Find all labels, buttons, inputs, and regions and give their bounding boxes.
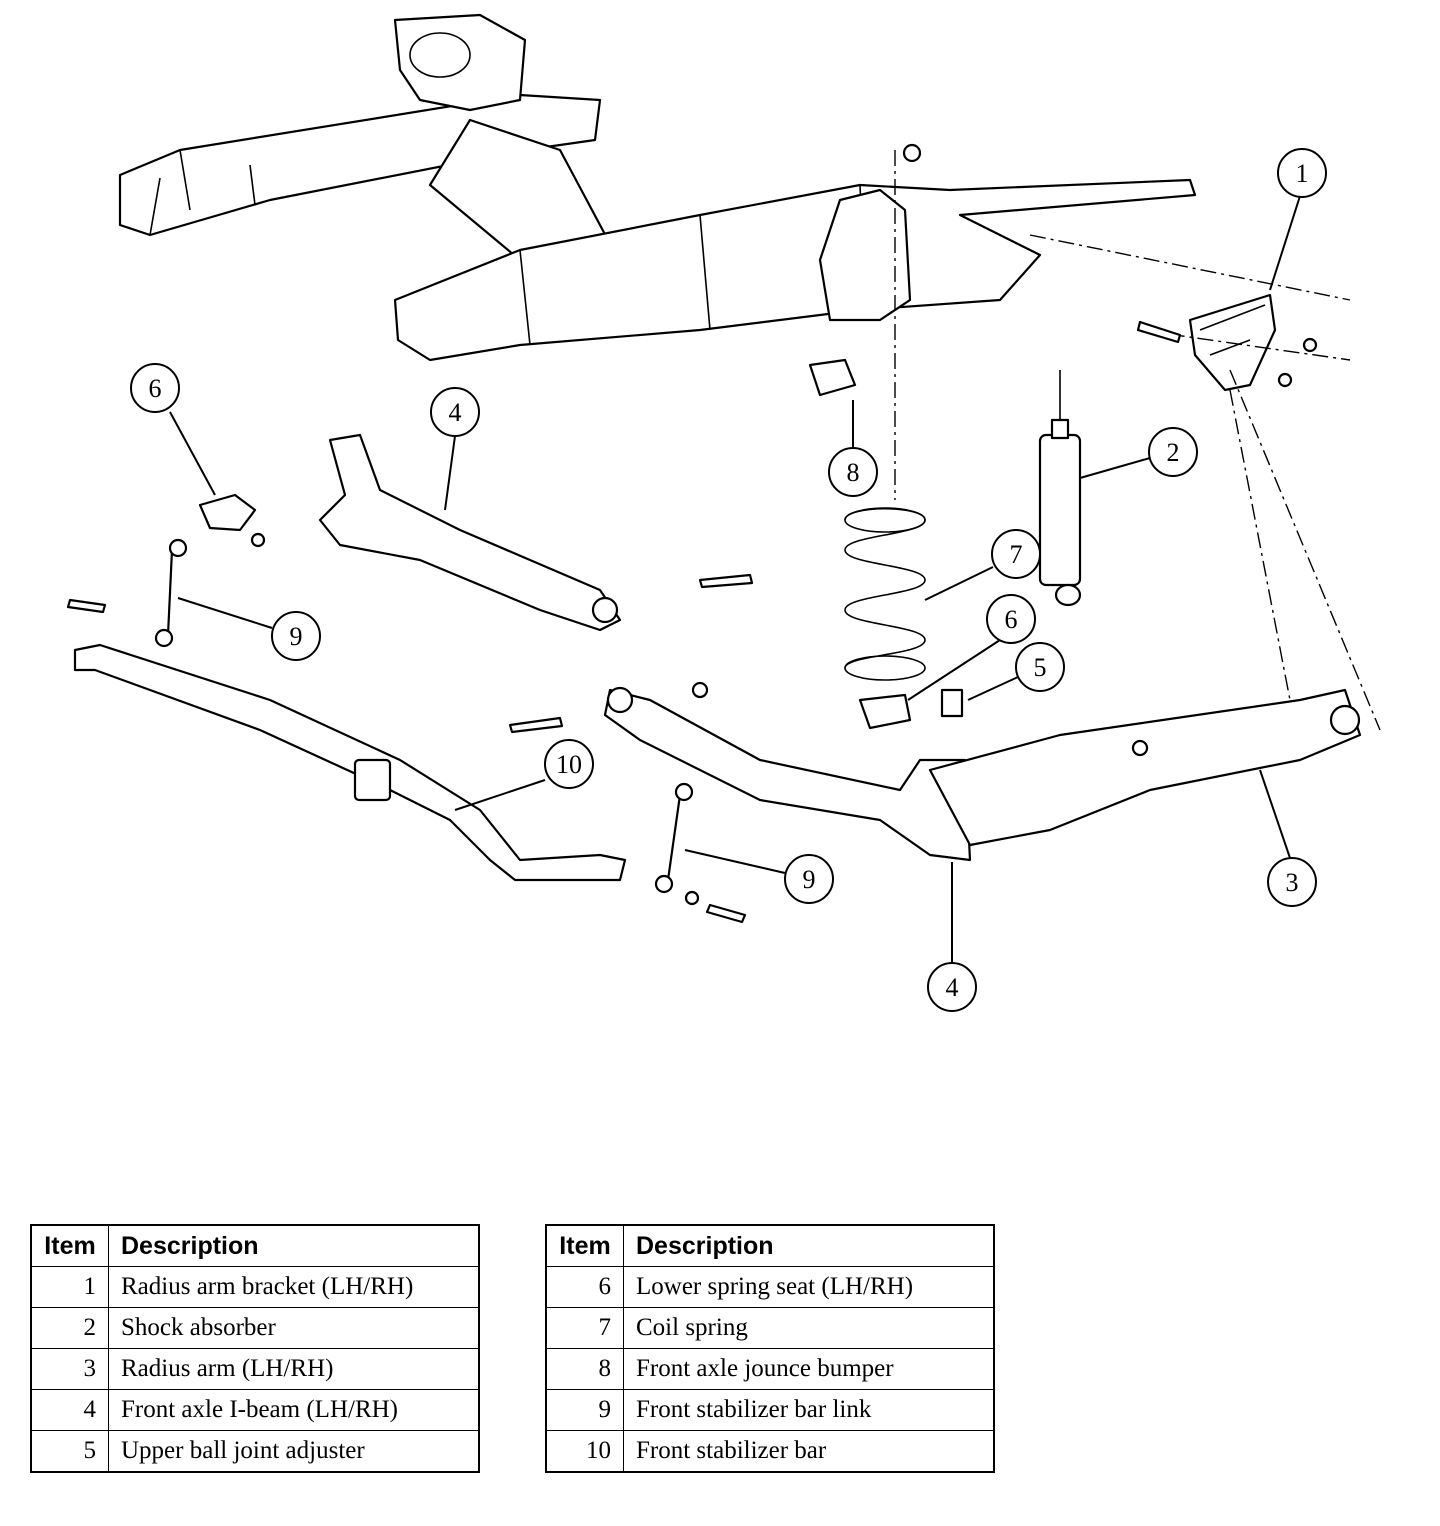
callout-label: 6 — [1005, 605, 1018, 634]
item-number: 9 — [545, 1389, 624, 1431]
item-description: Radius arm bracket (LH/RH) — [108, 1266, 480, 1308]
item-description: Shock absorber — [108, 1307, 480, 1349]
legend-row: 5 Upper ball joint adjuster — [30, 1430, 480, 1473]
item-description: Front axle jounce bumper — [623, 1348, 995, 1390]
legend-row: 8 Front axle jounce bumper — [545, 1348, 995, 1390]
front-axle-i-beam-upper — [318, 433, 622, 632]
description-header: Description — [623, 1224, 995, 1267]
suspension-exploded-diagram: 1 2 3 4 4 5 6 6 7 8 9 9 10 — [66, 13, 1381, 1012]
legend-header-row: Item Description — [545, 1224, 995, 1267]
callout-label: 2 — [1167, 438, 1180, 467]
item-description: Radius arm (LH/RH) — [108, 1348, 480, 1390]
legend-row: 7 Coil spring — [545, 1307, 995, 1349]
legend-row: 9 Front stabilizer bar link — [545, 1389, 995, 1431]
callout-2: 2 — [1148, 427, 1198, 477]
item-description: Upper ball joint adjuster — [108, 1430, 480, 1473]
callout-label: 4 — [946, 973, 959, 1002]
item-description: Coil spring — [623, 1307, 995, 1349]
item-number: 5 — [30, 1430, 109, 1473]
callout-label: 5 — [1034, 653, 1047, 682]
item-number: 6 — [545, 1266, 624, 1308]
stabilizer-bar — [73, 643, 627, 882]
legend-row: 2 Shock absorber — [30, 1307, 480, 1349]
item-number: 4 — [30, 1389, 109, 1431]
callout-label: 8 — [847, 458, 860, 487]
callout-label: 7 — [1010, 540, 1023, 569]
stabilizer-bar-link — [154, 538, 694, 894]
item-header: Item — [545, 1224, 624, 1267]
item-description: Front stabilizer bar link — [623, 1389, 995, 1431]
item-description: Front axle I-beam (LH/RH) — [108, 1389, 480, 1431]
callout-label: 9 — [803, 865, 816, 894]
item-description: Lower spring seat (LH/RH) — [623, 1266, 995, 1308]
lower-spring-seat — [198, 493, 912, 730]
callout-7: 7 — [991, 529, 1041, 579]
radius-arm-bracket — [1029, 234, 1351, 392]
legend-row: 10 Front stabilizer bar — [545, 1430, 995, 1473]
jounce-bumper — [808, 150, 896, 500]
callout-label: 4 — [449, 398, 462, 427]
callout-3: 3 — [1267, 857, 1317, 907]
callout-4-lower: 4 — [927, 962, 977, 1012]
callout-8: 8 — [828, 447, 878, 497]
ball-joint-adjuster — [940, 688, 964, 718]
legend-row: 6 Lower spring seat (LH/RH) — [545, 1266, 995, 1308]
fasteners — [66, 143, 1318, 924]
legend-table-right: Item Description 6 Lower spring seat (LH… — [545, 1224, 995, 1473]
item-number: 7 — [545, 1307, 624, 1349]
front-axle-i-beam-lower — [603, 686, 972, 862]
callout-6-right: 6 — [986, 594, 1036, 644]
description-header: Description — [108, 1224, 480, 1267]
callout-9-left: 9 — [271, 611, 321, 661]
legend-row: 1 Radius arm bracket (LH/RH) — [30, 1266, 480, 1308]
item-header: Item — [30, 1224, 109, 1267]
radius-arm — [928, 369, 1381, 847]
item-number: 1 — [30, 1266, 109, 1308]
callout-6-left: 6 — [130, 363, 180, 413]
callout-label: 3 — [1286, 868, 1299, 897]
leader-lines — [169, 195, 1301, 962]
callout-5: 5 — [1015, 642, 1065, 692]
vehicle-frame — [118, 13, 1197, 362]
legend-row: 3 Radius arm (LH/RH) — [30, 1348, 480, 1390]
item-number: 3 — [30, 1348, 109, 1390]
callout-10: 10 — [544, 739, 594, 789]
callout-label: 10 — [556, 750, 582, 779]
item-number: 2 — [30, 1307, 109, 1349]
item-number: 10 — [545, 1430, 624, 1473]
legend-table-left: Item Description 1 Radius arm bracket (L… — [30, 1224, 480, 1473]
callout-1: 1 — [1277, 148, 1327, 198]
callout-label: 6 — [149, 374, 162, 403]
legend-row: 4 Front axle I-beam (LH/RH) — [30, 1389, 480, 1431]
item-number: 8 — [545, 1348, 624, 1390]
coil-spring — [844, 507, 926, 681]
item-description: Front stabilizer bar — [623, 1430, 995, 1473]
callout-label: 1 — [1296, 159, 1309, 188]
callout-label: 9 — [290, 622, 303, 651]
callout-9-right: 9 — [784, 854, 834, 904]
callout-4-upper: 4 — [430, 387, 480, 437]
legend-header-row: Item Description — [30, 1224, 480, 1267]
shock-absorber — [1038, 370, 1082, 607]
